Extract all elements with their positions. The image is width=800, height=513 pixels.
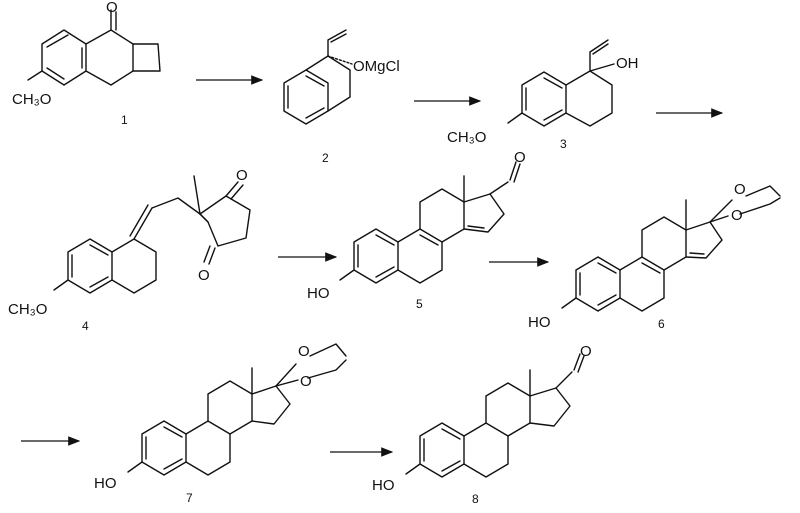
compound-2: OMgCl 2 bbox=[283, 29, 400, 165]
compound-4-methoxy: CH₃O bbox=[8, 301, 47, 318]
compound-7-o-a: O bbox=[298, 343, 310, 360]
compound-5-number: 5 bbox=[416, 297, 423, 311]
compound-8-ketone-o: O bbox=[580, 343, 592, 360]
compound-6-structure bbox=[561, 185, 781, 312]
compound-7-o-b: O bbox=[300, 373, 312, 390]
compound-6-hydroxyl: HO bbox=[528, 314, 551, 331]
compound-3-number: 3 bbox=[560, 137, 567, 151]
compound-8-hydroxyl: HO bbox=[372, 477, 395, 494]
compound-8-structure bbox=[405, 353, 585, 478]
compound-4-number: 4 bbox=[82, 319, 89, 333]
compound-2-structure bbox=[283, 29, 353, 125]
compound-3-structure bbox=[507, 39, 615, 127]
compound-3-hydroxyl: OH bbox=[616, 55, 639, 72]
compound-5-hydroxyl: HO bbox=[307, 285, 330, 302]
compound-1-structure bbox=[27, 9, 161, 86]
compound-3: OH CH₃O 3 bbox=[447, 39, 639, 151]
compound-4-o-top: O bbox=[236, 167, 248, 184]
compound-1-ketone-o: O bbox=[106, 0, 118, 16]
compound-1: O CH₃O 1 bbox=[12, 0, 161, 127]
compound-6-o-a: O bbox=[734, 181, 746, 198]
compound-7-structure bbox=[127, 343, 347, 476]
compound-7: O O HO 7 bbox=[94, 343, 347, 505]
compound-2-alkoxide: OMgCl bbox=[353, 58, 400, 75]
compound-7-number: 7 bbox=[186, 491, 193, 505]
compound-8: O HO 8 bbox=[372, 343, 592, 506]
compound-1-methoxy: CH₃O bbox=[12, 91, 51, 108]
compound-5-ketone-o: O bbox=[514, 149, 526, 166]
compound-1-number: 1 bbox=[121, 113, 128, 127]
compound-3-methoxy: CH₃O bbox=[447, 129, 486, 146]
compound-4-o-bottom: O bbox=[198, 267, 210, 284]
compound-5: O HO 5 bbox=[307, 149, 526, 311]
compound-8-number: 8 bbox=[472, 492, 479, 506]
compound-6-o-b: O bbox=[731, 207, 743, 224]
compound-2-number: 2 bbox=[322, 151, 329, 165]
compound-4-structure bbox=[53, 175, 251, 294]
compound-7-hydroxyl: HO bbox=[94, 475, 117, 492]
compound-5-structure bbox=[339, 161, 521, 284]
compound-6: O O HO 6 bbox=[528, 181, 781, 331]
compound-4: O O CH₃O 4 bbox=[8, 167, 251, 333]
compound-6-number: 6 bbox=[658, 317, 665, 331]
